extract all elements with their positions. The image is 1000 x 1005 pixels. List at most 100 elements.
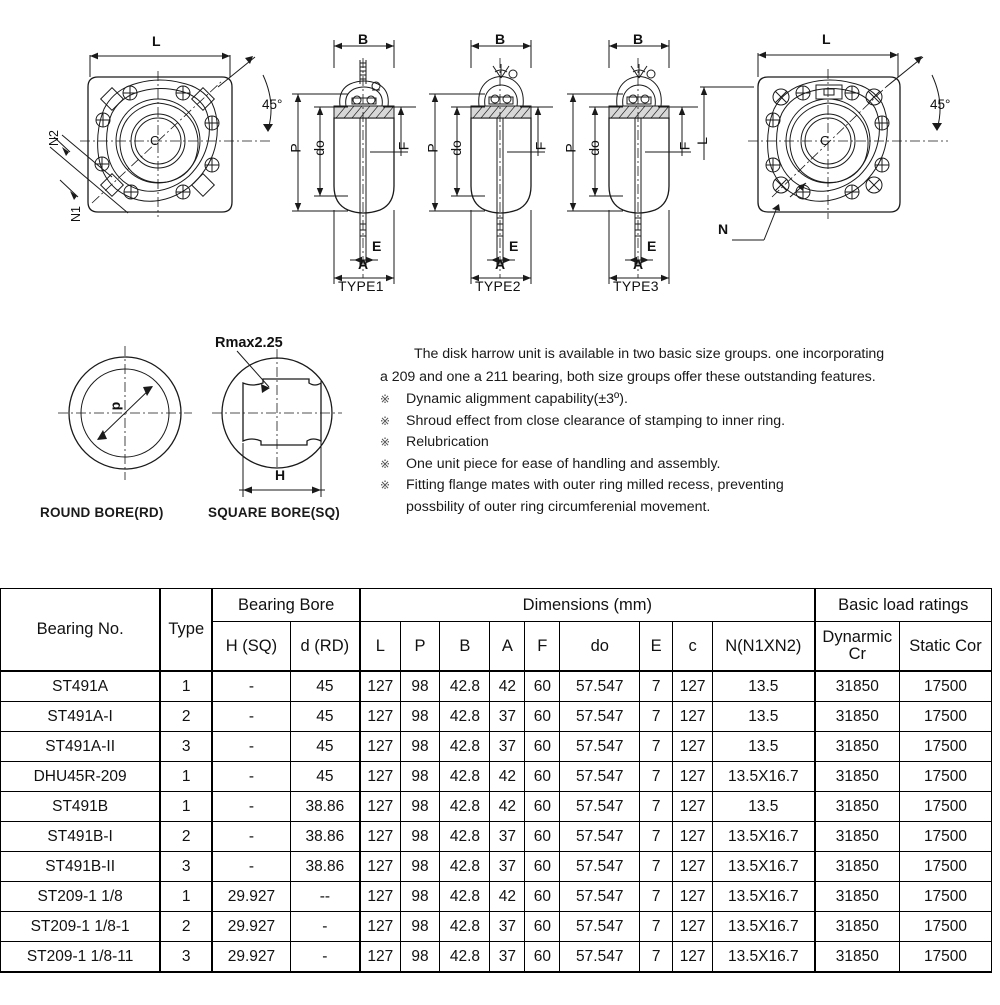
- cell-P: 98: [399, 821, 441, 852]
- cell-h_sq: -: [211, 670, 291, 702]
- dimension-label-P-type1: P: [287, 143, 304, 153]
- cell-static: 17500: [899, 821, 992, 852]
- cell-F: 60: [524, 761, 561, 792]
- cell-dynamic: 31850: [814, 731, 900, 762]
- cell-static: 17500: [899, 731, 992, 762]
- section-view-type2: B P do F E A TYPE2: [425, 28, 575, 298]
- dimension-label-N-right: N: [718, 221, 729, 237]
- dimension-label-A-type3: A: [633, 256, 644, 272]
- cell-do: 57.547: [559, 731, 641, 762]
- cell-do: 57.547: [559, 851, 641, 882]
- cell-do: 57.547: [559, 761, 641, 792]
- dimension-label-P-type2: P: [424, 143, 441, 153]
- cell-dynamic: 31850: [814, 670, 900, 702]
- cell-N: 13.5: [712, 701, 816, 732]
- group-header-basic-load-ratings: Basic load ratings: [814, 588, 992, 622]
- cell-A: 37: [489, 731, 526, 762]
- section-view-type1: B P do F E A TYPE1: [288, 28, 438, 298]
- cell-do: 57.547: [559, 791, 641, 822]
- cell-do: 57.547: [559, 821, 641, 852]
- cell-P: 98: [399, 731, 441, 762]
- cell-F: 60: [524, 701, 561, 732]
- cell-type: 3: [159, 851, 214, 882]
- cell-A: 42: [489, 761, 526, 792]
- col-header-type: Type: [159, 588, 214, 672]
- cell-dynamic: 31850: [814, 821, 900, 852]
- cell-bearing_no: ST491B-I: [0, 821, 162, 852]
- dimension-label-N2: N2: [46, 130, 61, 146]
- cell-L: 127: [359, 851, 401, 882]
- cell-dynamic: 31850: [814, 941, 900, 973]
- cell-E: 7: [639, 670, 674, 702]
- cell-d_rd: 38.86: [289, 851, 362, 882]
- cell-N: 13.5X16.7: [712, 941, 816, 973]
- cell-L: 127: [359, 701, 401, 732]
- cell-bearing_no: DHU45R-209: [0, 761, 162, 792]
- flange-face-view-left: L 45° C N2 N1: [40, 25, 320, 275]
- cell-N: 13.5X16.7: [712, 881, 816, 912]
- cell-type: 1: [159, 670, 214, 702]
- cell-A: 37: [489, 821, 526, 852]
- cell-N: 13.5: [712, 670, 816, 702]
- cell-h_sq: -: [211, 821, 291, 852]
- cell-P: 98: [399, 761, 441, 792]
- feature-item: ※ One unit piece for ease of handling an…: [380, 454, 996, 476]
- cell-type: 3: [159, 941, 214, 973]
- cell-d_rd: 45: [289, 731, 362, 762]
- cell-d_rd: -: [289, 941, 362, 973]
- col-header-B: B: [439, 621, 491, 672]
- cell-bearing_no: ST491A-II: [0, 731, 162, 762]
- cell-dynamic: 31850: [814, 701, 900, 732]
- cell-E: 7: [639, 791, 674, 822]
- col-header-N: N(N1XN2): [712, 621, 816, 672]
- cell-bearing_no: ST491A: [0, 670, 162, 702]
- dimension-label-E-type1: E: [372, 238, 382, 254]
- cell-d_rd: --: [289, 881, 362, 912]
- dimension-label-A-type1: A: [358, 256, 369, 272]
- cell-N: 13.5X16.7: [712, 821, 816, 852]
- cell-B: 42.8: [439, 881, 491, 912]
- dimension-label-F-type3: F: [676, 141, 693, 151]
- bearing-specification-table: Bearing No. Type Bearing Bore Dimensions…: [0, 588, 992, 973]
- cell-d_rd: 45: [289, 670, 362, 702]
- cell-static: 17500: [899, 701, 992, 732]
- cell-bearing_no: ST209-1 1/8-1: [0, 911, 162, 942]
- col-header-P: P: [399, 621, 441, 672]
- cell-F: 60: [524, 670, 561, 702]
- radius-note-rmax: Rmax2.25: [215, 335, 283, 351]
- dimension-label-do-type1: do: [310, 140, 327, 156]
- cell-F: 60: [524, 911, 561, 942]
- section-caption-type3: TYPE3: [613, 278, 659, 294]
- cell-static: 17500: [899, 941, 992, 973]
- col-header-L: L: [359, 621, 401, 672]
- cell-do: 57.547: [559, 881, 641, 912]
- cell-F: 60: [524, 821, 561, 852]
- cell-E: 7: [639, 731, 674, 762]
- dimension-label-N1: N1: [68, 206, 83, 222]
- cell-A: 37: [489, 941, 526, 973]
- cell-E: 7: [639, 911, 674, 942]
- col-header-F: F: [524, 621, 561, 672]
- cell-bearing_no: ST491A-I: [0, 701, 162, 732]
- cell-static: 17500: [899, 911, 992, 942]
- cell-type: 1: [159, 791, 214, 822]
- cell-c: 127: [672, 851, 714, 882]
- section-caption-type2: TYPE2: [475, 278, 521, 294]
- cell-c: 127: [672, 670, 714, 702]
- cell-A: 37: [489, 701, 526, 732]
- cell-h_sq: -: [211, 731, 291, 762]
- cell-E: 7: [639, 851, 674, 882]
- col-header-d-rd: d (RD): [289, 621, 362, 672]
- dimension-label-B-type3: B: [633, 31, 644, 47]
- cell-bearing_no: ST491B-II: [0, 851, 162, 882]
- bullet-mark-icon: ※: [380, 413, 391, 428]
- dimension-label-B-type2: B: [495, 31, 506, 47]
- cell-A: 42: [489, 881, 526, 912]
- cell-L: 127: [359, 941, 401, 973]
- cell-B: 42.8: [439, 821, 491, 852]
- cell-N: 13.5: [712, 731, 816, 762]
- cell-do: 57.547: [559, 941, 641, 973]
